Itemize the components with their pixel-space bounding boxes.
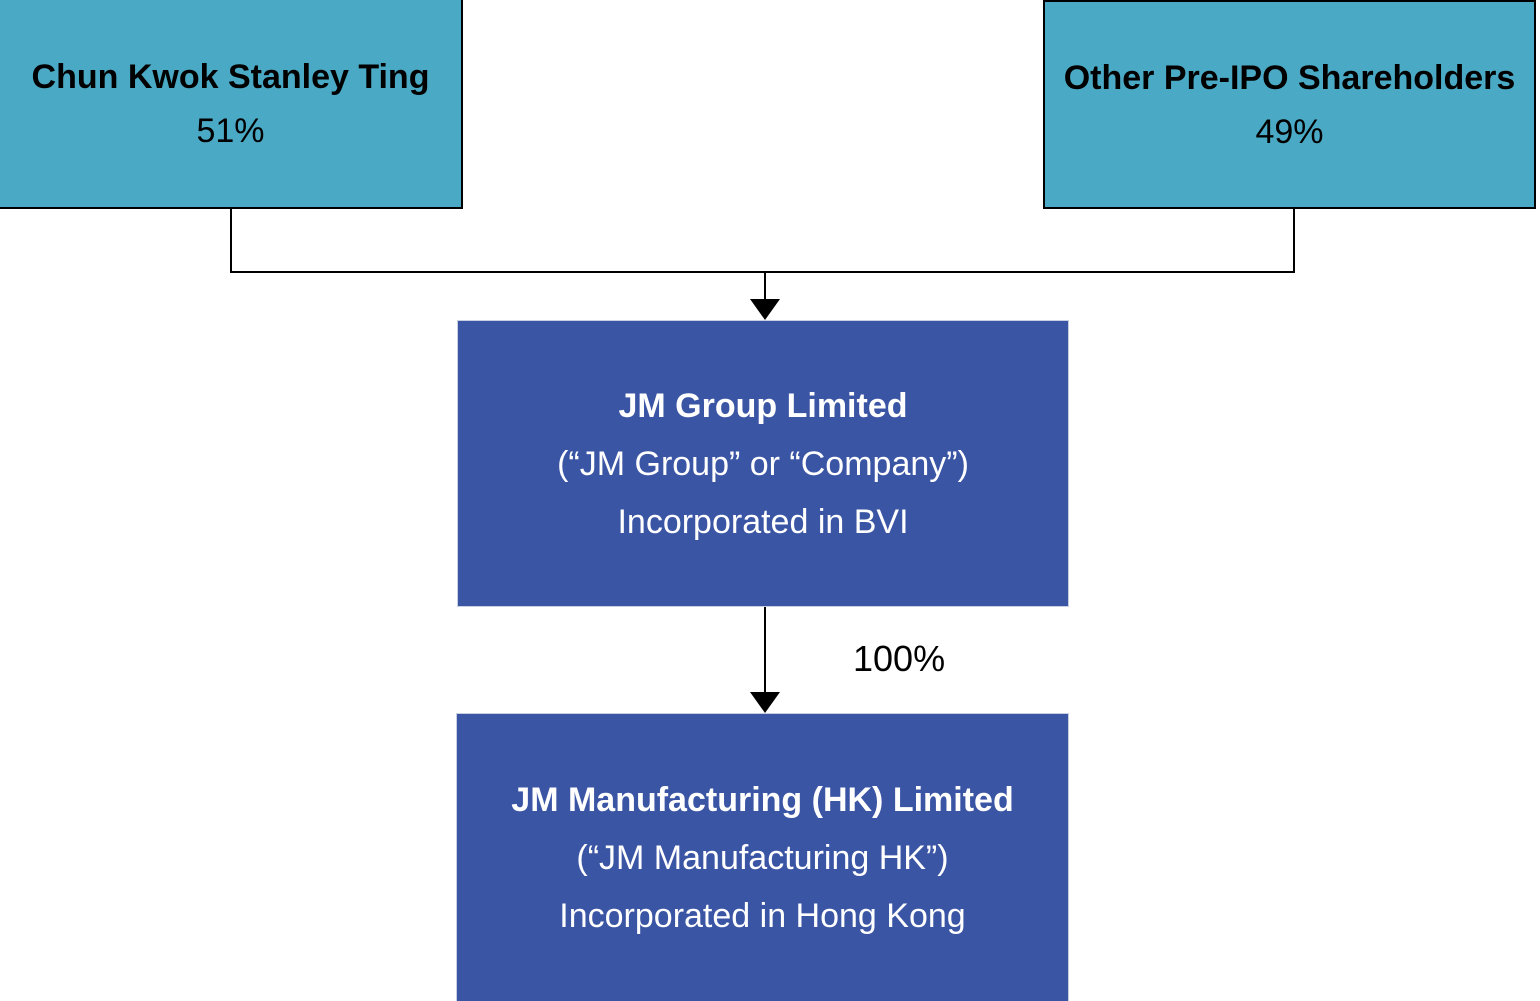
- shareholder-name: Other Pre-IPO Shareholders: [1063, 58, 1516, 97]
- company-alias: (“JM Group” or “Company”): [557, 444, 969, 483]
- shareholder-name: Chun Kwok Stanley Ting: [31, 57, 430, 96]
- connector-line-horizontal-rail: [230, 271, 1295, 273]
- connector-line-to-group: [764, 273, 766, 301]
- company-box-jm-manufacturing-hk: JM Manufacturing (HK) Limited (“JM Manuf…: [456, 713, 1069, 1001]
- company-incorporation: Incorporated in Hong Kong: [559, 896, 966, 935]
- shareholding-percentage: 49%: [1255, 112, 1324, 151]
- connector-line-to-manufacturing: [764, 607, 766, 694]
- arrowhead-down-icon: [750, 692, 780, 713]
- company-alias: (“JM Manufacturing HK”): [576, 838, 949, 877]
- shareholder-box-chun-kwok-stanley-ting: Chun Kwok Stanley Ting 51%: [0, 0, 463, 209]
- connector-line-right-vertical: [1293, 209, 1295, 273]
- connector-line-left-vertical: [230, 209, 232, 273]
- arrowhead-down-icon: [750, 299, 780, 320]
- shareholding-percentage: 51%: [196, 111, 265, 150]
- company-box-jm-group: JM Group Limited (“JM Group” or “Company…: [457, 320, 1069, 607]
- company-incorporation: Incorporated in BVI: [617, 502, 909, 541]
- ownership-percentage-label: 100%: [853, 638, 946, 679]
- company-name: JM Manufacturing (HK) Limited: [511, 780, 1014, 819]
- shareholder-box-other-pre-ipo: Other Pre-IPO Shareholders 49%: [1043, 0, 1536, 209]
- company-name: JM Group Limited: [618, 386, 908, 425]
